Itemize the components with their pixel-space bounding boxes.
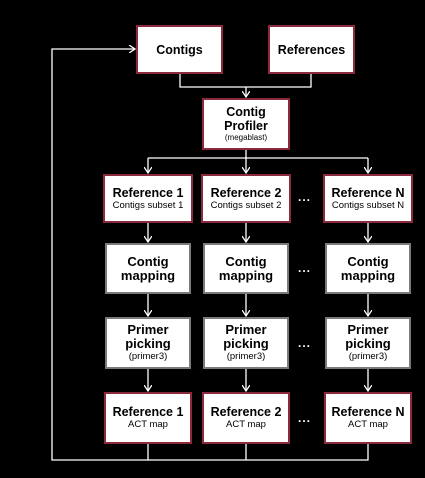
- reference-1-box: Reference 1 Contigs subset 1: [103, 174, 193, 223]
- reference-n-box: Reference N Contigs subset N: [323, 174, 413, 223]
- primer-picking-2-box: Primer picking (primer3): [203, 317, 289, 369]
- act-map-1-box: Reference 1 ACT map: [104, 392, 192, 444]
- connector-references: [246, 74, 312, 88]
- contigs-title: Contigs: [156, 42, 203, 57]
- reference-2-box: Reference 2 Contigs subset 2: [201, 174, 291, 223]
- profiler-title-line2: Profiler: [224, 119, 268, 133]
- connector-contigs: [179, 74, 246, 88]
- references-title: References: [277, 42, 346, 57]
- reference-2-title: Reference 2: [210, 185, 282, 200]
- reference-n-title: Reference N: [331, 185, 405, 200]
- mapping-2-line1: Contig: [225, 253, 267, 269]
- contig-mapping-n-box: Contig mapping: [325, 243, 411, 294]
- mapping-1-line1: Contig: [127, 253, 169, 269]
- ellipsis-reference-row: ...: [298, 190, 312, 204]
- act-n-subtitle: ACT map: [348, 419, 388, 430]
- connector-feedback-bottom: [147, 444, 369, 461]
- act-2-title: Reference 2: [210, 405, 282, 419]
- contig-mapping-2-box: Contig mapping: [203, 243, 289, 294]
- primer-1-line1: Primer: [127, 322, 169, 337]
- primer-1-subtitle: (primer3): [128, 351, 168, 362]
- act-2-subtitle: ACT map: [226, 419, 266, 430]
- act-n-title: Reference N: [331, 405, 405, 419]
- reference-1-title: Reference 1: [112, 185, 184, 200]
- primer-picking-1-box: Primer picking (primer3): [105, 317, 191, 369]
- act-1-subtitle: ACT map: [128, 419, 168, 430]
- primer-n-line1: Primer: [347, 322, 389, 337]
- contigs-box: Contigs: [136, 25, 223, 74]
- act-map-n-box: Reference N ACT map: [324, 392, 412, 444]
- primer-2-subtitle: (primer3): [226, 351, 266, 362]
- primer-1-line2: picking: [125, 336, 171, 351]
- primer-n-line2: picking: [345, 336, 391, 351]
- arrow-feedback-to-contigs: [51, 49, 148, 461]
- act-1-title: Reference 1: [112, 405, 184, 419]
- reference-n-subtitle: Contigs subset N: [331, 199, 405, 211]
- reference-1-subtitle: Contigs subset 1: [112, 199, 184, 211]
- primer-2-line2: picking: [223, 336, 269, 351]
- primer-2-line1: Primer: [225, 322, 267, 337]
- mapping-2-line2: mapping: [218, 267, 274, 283]
- ellipsis-act-row: ...: [298, 411, 312, 425]
- contig-profiler-box: Contig Profiler (megablast): [202, 98, 290, 150]
- mapping-1-line2: mapping: [120, 267, 176, 283]
- primer-n-subtitle: (primer3): [348, 351, 388, 362]
- mapping-n-line1: Contig: [347, 253, 389, 269]
- profiler-title-line1: Contig: [226, 105, 266, 119]
- ellipsis-mapping-row: ...: [298, 261, 312, 275]
- act-map-2-box: Reference 2 ACT map: [202, 392, 290, 444]
- contig-mapping-1-box: Contig mapping: [105, 243, 191, 294]
- profiler-subtitle: (megablast): [224, 133, 268, 142]
- ellipsis-primer-row: ...: [298, 336, 312, 350]
- references-box: References: [268, 25, 355, 74]
- primer-picking-n-box: Primer picking (primer3): [325, 317, 411, 369]
- mapping-n-line2: mapping: [340, 267, 396, 283]
- reference-2-subtitle: Contigs subset 2: [210, 199, 282, 211]
